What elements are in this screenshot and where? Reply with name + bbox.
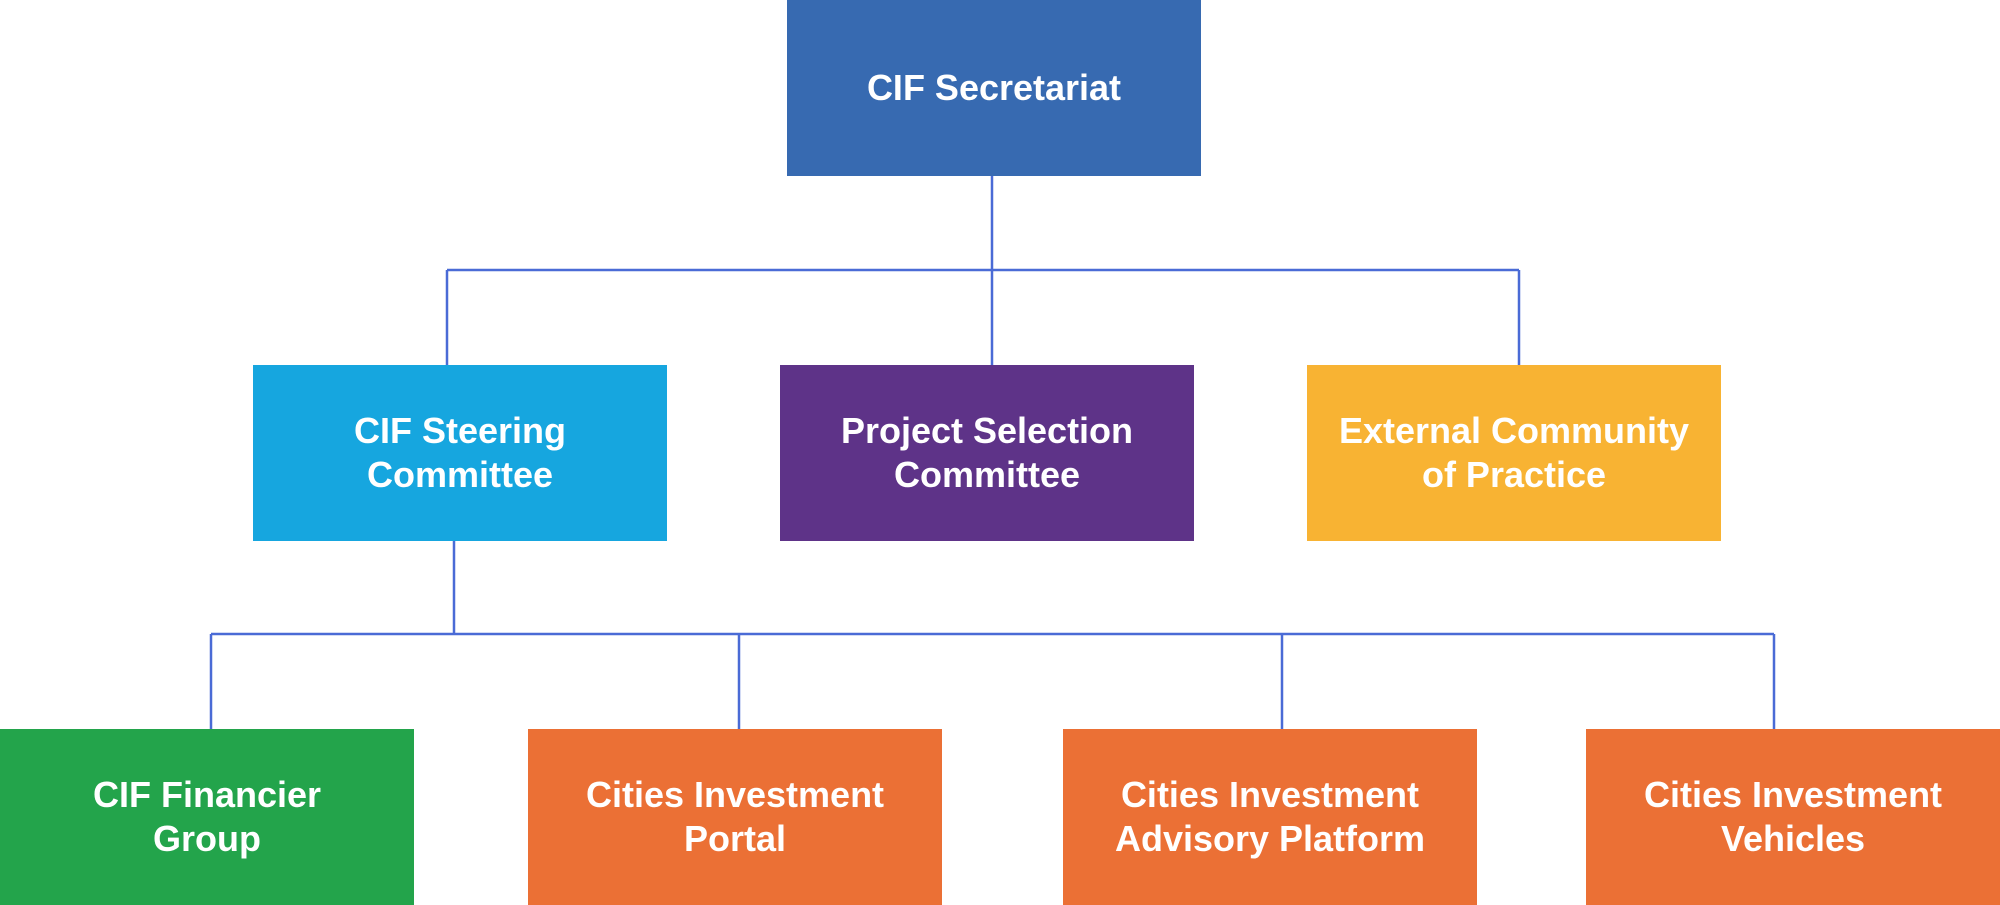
- node-cities-investment-advisory-platform: Cities Investment Advisory Platform: [1063, 729, 1477, 905]
- node-label: Cities Investment Advisory Platform: [1114, 774, 1426, 859]
- node-cif-secretariat: CIF Secretariat: [787, 0, 1201, 176]
- node-label: Cities Investment Vehicles: [1643, 774, 1943, 859]
- node-label: Project Selection Committee: [840, 410, 1134, 495]
- node-external-community-of-practice: External Community of Practice: [1307, 365, 1721, 541]
- node-cities-investment-portal: Cities Investment Portal: [528, 729, 942, 905]
- node-label: Cities Investment Portal: [585, 774, 885, 859]
- node-label: CIF Financier Group: [92, 774, 322, 859]
- node-cif-financier-group: CIF Financier Group: [0, 729, 414, 905]
- node-cif-steering-committee: CIF Steering Committee: [253, 365, 667, 541]
- node-label: External Community of Practice: [1338, 410, 1690, 495]
- node-project-selection-committee: Project Selection Committee: [780, 365, 1194, 541]
- node-label: CIF Secretariat: [866, 67, 1122, 108]
- node-label: CIF Steering Committee: [353, 410, 567, 495]
- node-cities-investment-vehicles: Cities Investment Vehicles: [1586, 729, 2000, 905]
